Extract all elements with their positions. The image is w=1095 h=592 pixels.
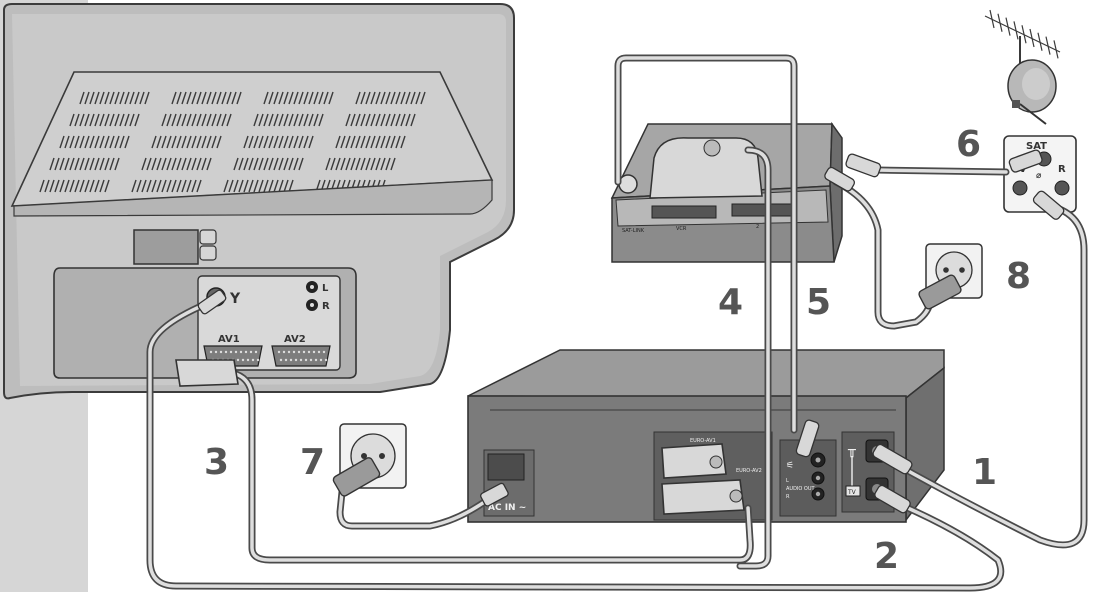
- vcr-ac-in-label: AC IN ~: [488, 503, 526, 513]
- tv-audio-l-label: L: [322, 283, 329, 294]
- tv-label-plate: [134, 230, 198, 264]
- receiver-sat-link-label: SAT-LINK: [622, 228, 645, 234]
- tv-audio-r-label: R: [322, 301, 330, 312]
- callout-1: 1: [972, 452, 997, 493]
- callout-6: 6: [956, 124, 981, 165]
- vcr-euro-av1-label: EURO-AV1: [690, 438, 716, 444]
- tv-av2-label: AV2: [284, 334, 306, 345]
- receiver-vcr-label: VCR: [676, 226, 687, 232]
- cable-8-receiver-power: [836, 182, 930, 326]
- callout-5: 5: [806, 282, 831, 323]
- callout-7: 7: [300, 442, 325, 483]
- vcr-euro-av2-label: EURO-AV2: [736, 468, 762, 474]
- vcr-audio-l: L: [786, 478, 789, 484]
- vcr-antenna-mark: ╥: [847, 443, 856, 458]
- satellite-receiver: SAT-LINK VCR 2: [612, 124, 842, 262]
- tv-rear: Y L R AV1 AV2: [4, 4, 514, 398]
- receiver-lnb-plug: [845, 153, 882, 178]
- callout-2: 2: [874, 536, 899, 577]
- cable-6-lnb-to-wall: [876, 170, 1006, 172]
- vcr-audio-out-label: AUDIO OUT: [786, 486, 816, 492]
- receiver-sat-link-plug: [619, 175, 637, 193]
- socket-symbol: ⌀: [1036, 171, 1042, 181]
- vcr-sat-link-icon: ⚟: [786, 461, 794, 471]
- vcr-tv-badge: TV: [847, 489, 857, 496]
- receiver-tv-label: 2: [756, 224, 759, 230]
- tv-av1-label: AV1: [218, 334, 240, 345]
- callout-8: 8: [1006, 256, 1031, 297]
- callout-4: 4: [718, 282, 743, 323]
- antenna-icon: Y: [229, 291, 241, 307]
- callout-3: 3: [204, 442, 229, 483]
- vcr-ac-in: AC IN ~: [484, 450, 534, 516]
- tv-scart-plug: [176, 360, 238, 386]
- vcr-audio-r: R: [786, 494, 790, 500]
- tv-av2-socket: [272, 346, 330, 366]
- socket-r-label: R: [1058, 164, 1066, 175]
- satellite-dish-icon: [1008, 60, 1056, 124]
